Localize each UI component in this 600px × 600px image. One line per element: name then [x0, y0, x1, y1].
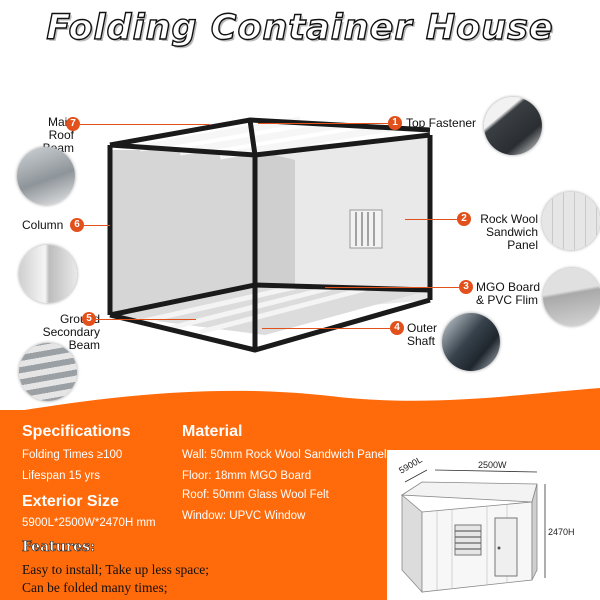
outer-shaft-photo [442, 313, 500, 371]
folding-times: Folding Times ≥100 [22, 449, 123, 461]
material-roof: Roof: 50mm Glass Wool Felt [182, 489, 329, 501]
leader-2 [405, 219, 457, 220]
sandwich-panel-photo [542, 192, 600, 250]
feature-line-1: Easy to install; Take up less space; [22, 562, 210, 577]
marker-7: 7 [66, 117, 80, 131]
leader-6 [84, 225, 110, 226]
closed-container-illustration [400, 469, 546, 594]
mgo-board-label: MGO Board& PVC Flim [476, 280, 541, 307]
marker-4: 4 [390, 321, 404, 335]
back-wall [255, 135, 430, 315]
exterior-size-heading: Exterior Size [22, 493, 119, 510]
marker-3: 3 [459, 280, 473, 294]
ground-beam-photo [19, 343, 77, 401]
closed-container-window [454, 524, 482, 556]
material-heading: Material [182, 423, 243, 440]
exterior-size-value: 5900L*2500W*2470H mm [22, 517, 156, 529]
top-fastener-label: Top Fastener [406, 116, 477, 130]
leader-3 [325, 287, 459, 288]
column-photo [19, 245, 77, 303]
marker-2: 2 [457, 212, 471, 226]
mgo-board-photo [543, 268, 600, 326]
dim-width: 2500W [478, 460, 507, 470]
material-floor: Floor: 18mm MGO Board [182, 470, 312, 482]
left-wall-panel [110, 150, 255, 315]
container-frame-illustration [107, 116, 433, 353]
material-window: Window: UPVC Window [182, 510, 306, 522]
window [349, 209, 383, 249]
roof-beam-photo [17, 147, 75, 205]
dim-height: 2470H [548, 527, 575, 537]
feature-line-2: Can be folded many times; [22, 580, 168, 595]
page-title: Folding Container House [46, 7, 554, 48]
features-heading: Features: [22, 539, 96, 556]
material-wall: Wall: 50mm Rock Wool Sandwich Panel [182, 449, 387, 461]
top-fastener-photo [484, 97, 542, 155]
leader-1 [258, 123, 388, 124]
column-label: Column [22, 218, 64, 232]
lifespan: Lifespan 15 yrs [22, 470, 100, 482]
closed-container-door [494, 517, 518, 577]
marker-5: 5 [82, 312, 96, 326]
leader-5 [96, 319, 196, 320]
leader-7 [80, 124, 210, 125]
specifications-heading: Specifications [22, 423, 131, 440]
leader-4 [262, 328, 390, 329]
marker-1: 1 [388, 116, 402, 130]
marker-6: 6 [70, 218, 84, 232]
